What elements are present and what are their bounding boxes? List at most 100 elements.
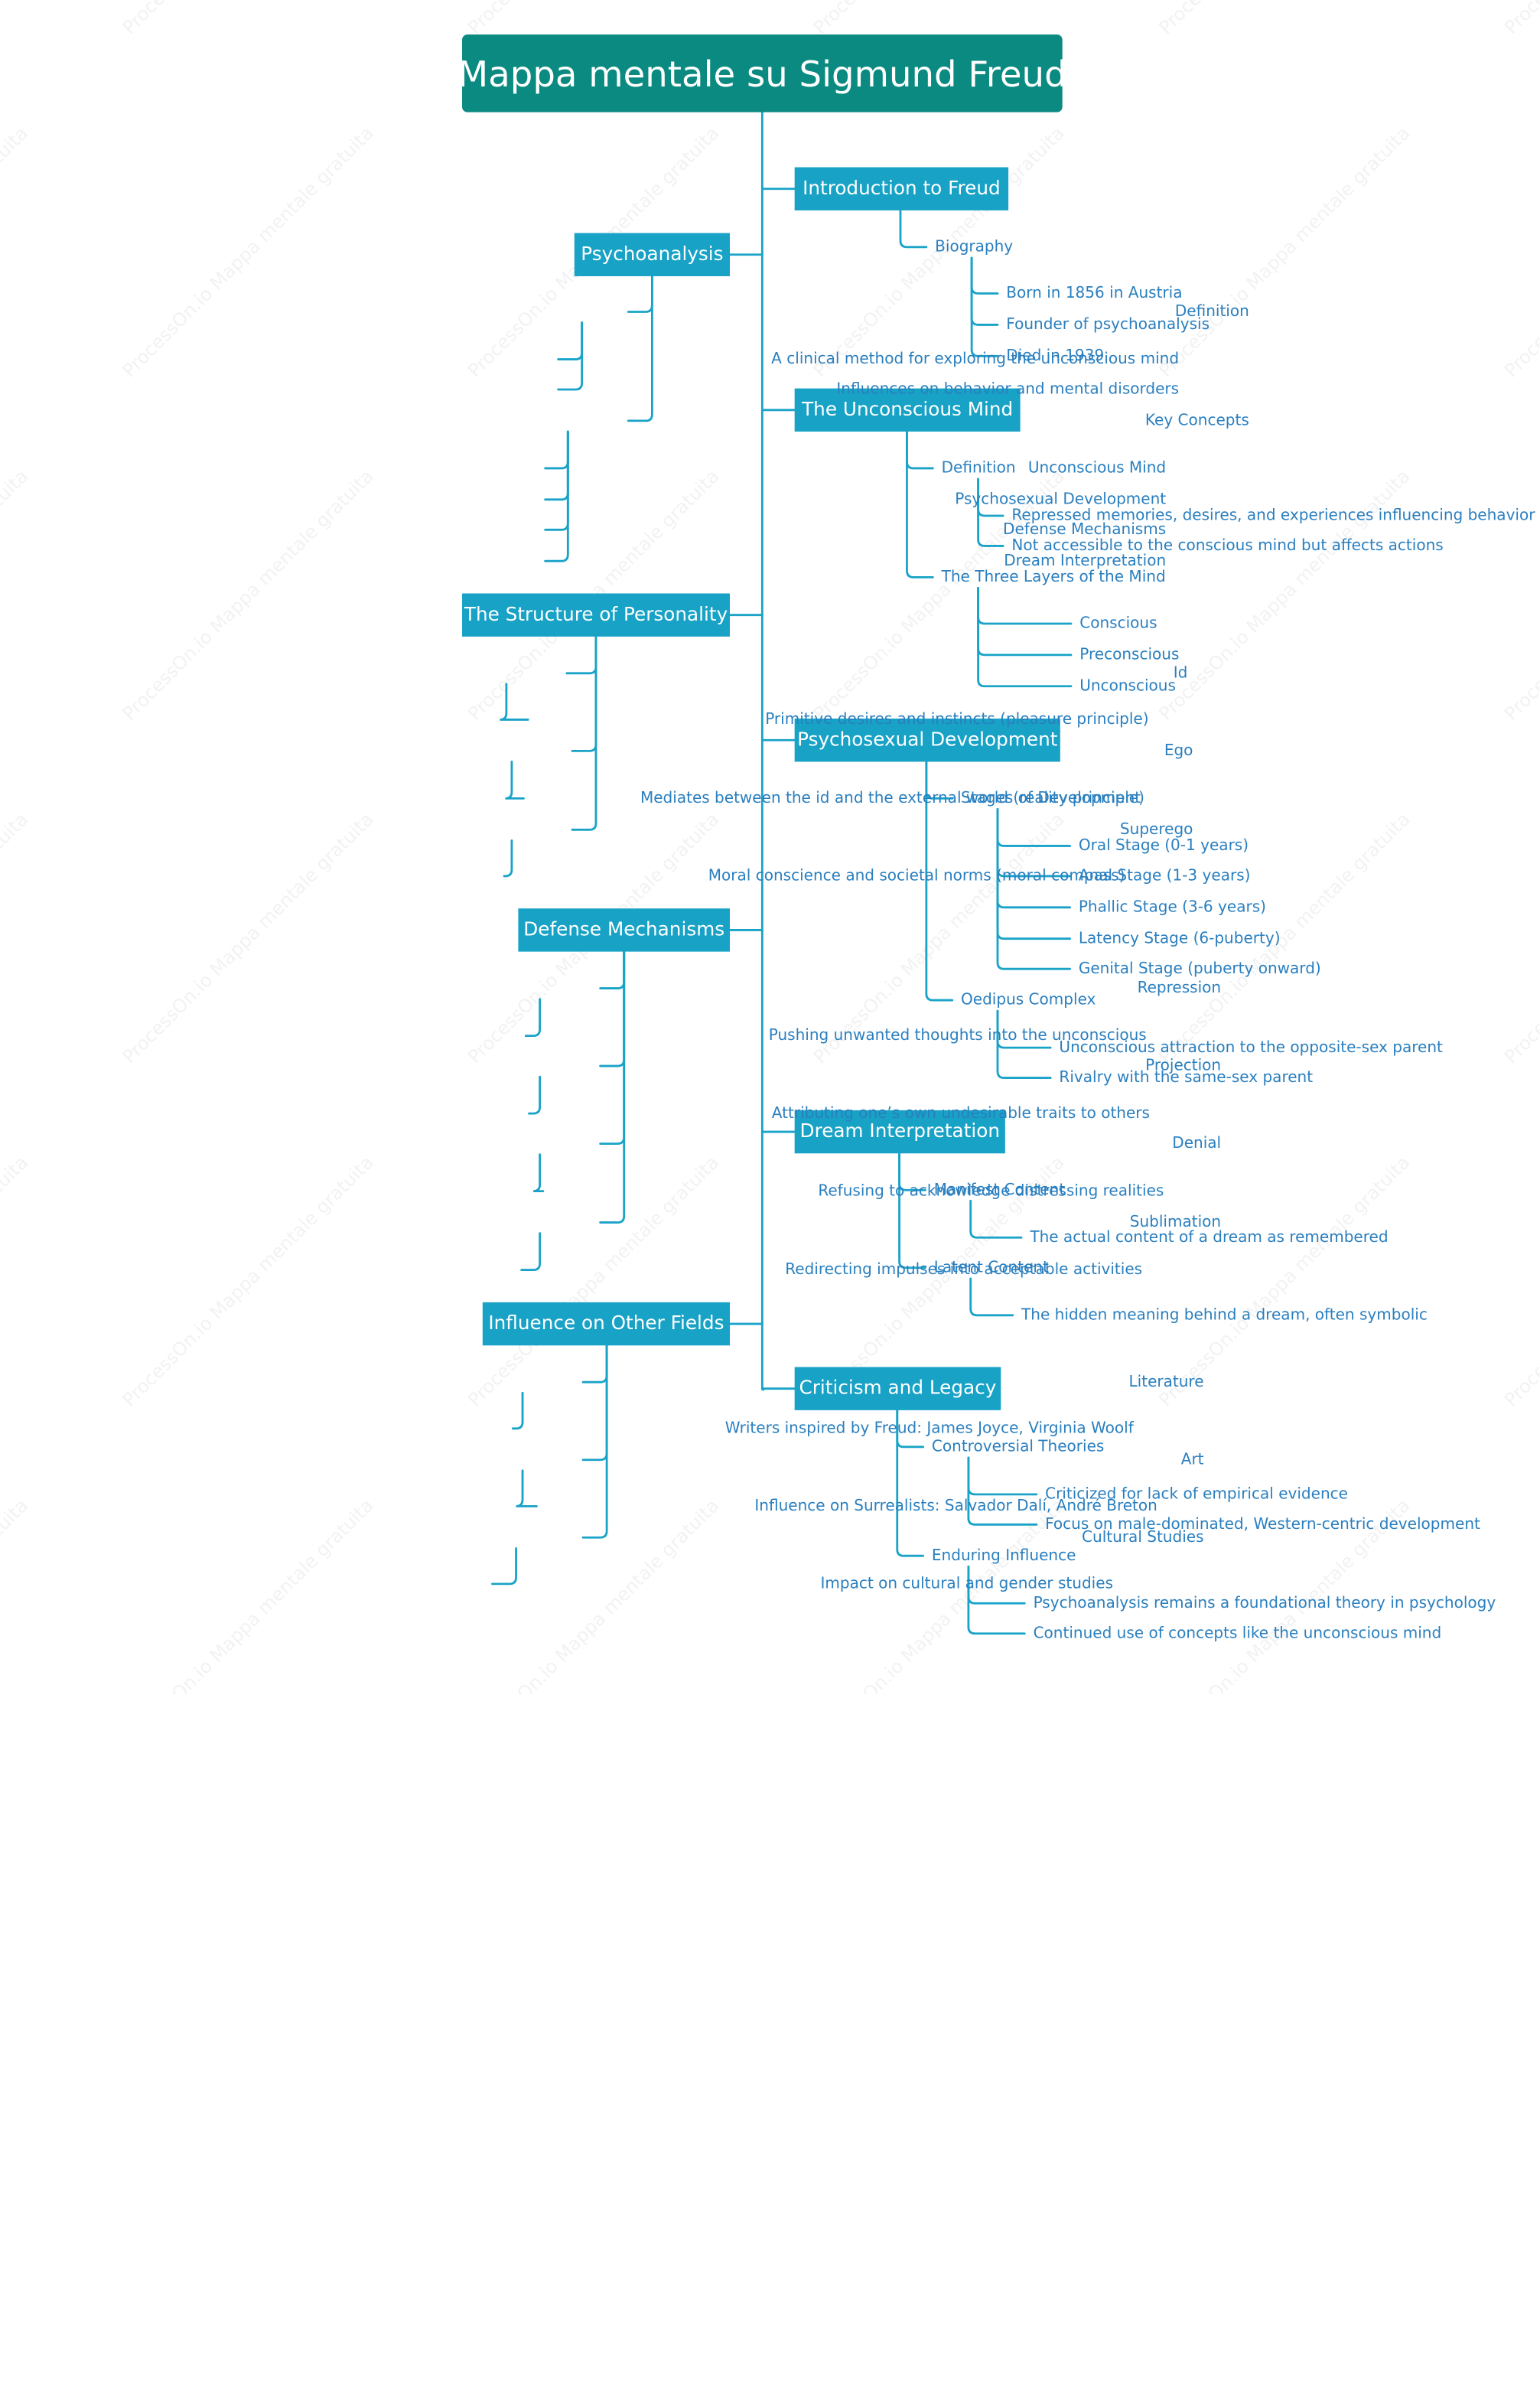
leaf-died-in-1939[interactable]: Died in 1939 <box>1006 347 1105 365</box>
leaf-continued-use-of-concepts-like-the-uncon[interactable]: Continued use of concepts like the uncon… <box>1033 1625 1442 1643</box>
leaf-unconscious[interactable]: Unconscious <box>1079 677 1176 696</box>
topic-defense-mechanisms-repression[interactable]: Repression <box>1137 979 1222 997</box>
leaf-phallic-stage-3-6-years[interactable]: Phallic Stage (3-6 years) <box>1078 898 1266 917</box>
connector-biography <box>899 209 928 249</box>
branch-the-unconscious-mind[interactable]: The Unconscious Mind <box>794 388 1021 432</box>
branch-introduction-to-freud[interactable]: Introduction to Freud <box>794 167 1009 210</box>
connector-latent-content <box>898 1152 926 1269</box>
connector-leaf <box>544 430 569 470</box>
connector-literature <box>581 1344 608 1384</box>
topic-defense-mechanisms-denial[interactable]: Denial <box>1172 1135 1222 1152</box>
leaf-pushing-unwanted-thoughts-into-the-uncon[interactable]: Pushing unwanted thoughts into the uncon… <box>768 1027 1147 1045</box>
topic-criticism-and-legacy-enduring-influence[interactable]: Enduring Influence <box>931 1546 1076 1565</box>
connector-leaf <box>996 808 1071 970</box>
connector-leaf <box>996 1009 1052 1079</box>
topic-influence-on-other-fields-cultural-studies[interactable]: Cultural Studies <box>1082 1528 1204 1546</box>
topic-dream-interpretation-latent-content[interactable]: Latent Content <box>933 1259 1049 1277</box>
leaf-psychosexual-development[interactable]: Psychosexual Development <box>955 491 1167 509</box>
topic-influence-on-other-fields-literature[interactable]: Literature <box>1128 1373 1204 1391</box>
connector-definition <box>627 275 653 313</box>
leaf-influence-on-surrealists-salvador-dal-an[interactable]: Influence on Surrealists: Salvador Dalí,… <box>754 1498 1157 1515</box>
topic-the-structure-of-personality-ego[interactable]: Ego <box>1164 742 1193 760</box>
leaf-influences-on-behavior-and-mental-disord[interactable]: Influences on behavior and mental disord… <box>836 380 1180 399</box>
connector-leaf <box>505 761 525 800</box>
leaf-mediates-between-the-id-and-the-external[interactable]: Mediates between the id and the external… <box>640 790 1144 807</box>
leaf-repressed-memories-desires-and-experienc[interactable]: Repressed memories, desires, and experie… <box>1011 507 1535 525</box>
topic-dream-interpretation-manifest-content[interactable]: Manifest Content <box>933 1181 1066 1199</box>
connector-ego <box>571 635 597 752</box>
connector-leaf <box>967 1456 1038 1496</box>
topic-defense-mechanisms-projection[interactable]: Projection <box>1145 1057 1222 1075</box>
topic-defense-mechanisms-sublimation[interactable]: Sublimation <box>1129 1214 1222 1231</box>
topic-psychosexual-development-stages-of-development[interactable]: Stages of Development <box>961 790 1141 807</box>
leaf-oral-stage-0-1-years[interactable]: Oral Stage (0-1 years) <box>1078 837 1249 855</box>
topic-the-structure-of-personality-superego[interactable]: Superego <box>1119 821 1193 839</box>
leaf-a-clinical-method-for-exploring-the-unco[interactable]: A clinical method for exploring the unco… <box>771 350 1180 368</box>
connector-leaf <box>516 1469 538 1507</box>
topic-the-unconscious-mind-definition[interactable]: Definition <box>941 459 1016 477</box>
leaf-focus-on-male-dominated-western-centric-[interactable]: Focus on male-dominated, Western-centric… <box>1045 1516 1480 1533</box>
connector-leaf <box>511 1391 524 1430</box>
topic-the-structure-of-personality-id[interactable]: Id <box>1173 664 1188 683</box>
leaf-primitive-desires-and-instincts-pleasure[interactable]: Primitive desires and instincts (pleasur… <box>765 711 1149 728</box>
branch-psychosexual-development[interactable]: Psychosexual Development <box>794 719 1060 762</box>
root-topic[interactable]: Mappa mentale su Sigmund Freud <box>457 34 1067 112</box>
leaf-dream-interpretation[interactable]: Dream Interpretation <box>1004 552 1167 570</box>
leaf-redirecting-impulses-into-acceptable-act[interactable]: Redirecting impulses into acceptable act… <box>785 1261 1143 1279</box>
leaf-not-accessible-to-the-conscious-mind-but[interactable]: Not accessible to the conscious mind but… <box>1011 537 1444 555</box>
connector-leaf <box>970 256 999 295</box>
branch-influence-on-other-fields[interactable]: Influence on Other Fields <box>482 1302 731 1346</box>
leaf-unconscious-attraction-to-the-opposite-s[interactable]: Unconscious attraction to the opposite-s… <box>1059 1038 1443 1057</box>
leaf-founder-of-psychoanalysis[interactable]: Founder of psychoanalysis <box>1006 316 1210 334</box>
connector-leaf <box>967 1456 1038 1526</box>
connector-leaf <box>544 430 569 562</box>
connector-leaf <box>500 683 529 721</box>
topic-psychosexual-development-oedipus-complex[interactable]: Oedipus Complex <box>961 991 1096 1009</box>
topic-the-unconscious-mind-the-three-layers-of-the-mind[interactable]: The Three Layers of the Mind <box>941 569 1166 586</box>
leaf-latency-stage-6-puberty[interactable]: Latency Stage (6-puberty) <box>1078 930 1281 947</box>
leaf-moral-conscience-and-societal-norms-mora[interactable]: Moral conscience and societal norms (mor… <box>708 867 1125 885</box>
leaf-writers-inspired-by-freud-james-joyce-vi[interactable]: Writers inspired by Freud: James Joyce, … <box>724 1419 1134 1438</box>
leaf-impact-on-cultural-and-gender-studies[interactable]: Impact on cultural and gender studies <box>820 1575 1113 1593</box>
branch-psychoanalysis[interactable]: Psychoanalysis <box>574 233 731 276</box>
leaf-preconscious[interactable]: Preconscious <box>1079 646 1180 664</box>
connector-leaf <box>977 477 1004 547</box>
connector-leaf <box>544 430 569 501</box>
topic-criticism-and-legacy-controversial-theories[interactable]: Controversial Theories <box>931 1438 1105 1456</box>
topic-psychoanalysis-key-concepts[interactable]: Key Concepts <box>1144 412 1249 430</box>
connector-leaf <box>557 321 584 391</box>
leaf-defense-mechanisms[interactable]: Defense Mechanisms <box>1003 521 1167 539</box>
connector-leaf <box>970 256 999 357</box>
connector-repression <box>599 950 626 989</box>
leaf-the-hidden-meaning-behind-a-dream-often-[interactable]: The hidden meaning behind a dream, often… <box>1021 1306 1428 1325</box>
leaf-unconscious-mind[interactable]: Unconscious Mind <box>1027 459 1167 477</box>
topic-influence-on-other-fields-art[interactable]: Art <box>1180 1451 1204 1469</box>
branch-dream-interpretation[interactable]: Dream Interpretation <box>794 1110 1005 1154</box>
connector-art <box>581 1344 608 1462</box>
leaf-criticized-for-lack-of-empirical-evidenc[interactable]: Criticized for lack of empirical evidenc… <box>1045 1485 1348 1504</box>
leaf-refusing-to-acknowledge-distressing-real[interactable]: Refusing to acknowledge distressing real… <box>818 1182 1164 1200</box>
connector-leaf <box>524 998 542 1038</box>
branch-defense-mechanisms[interactable]: Defense Mechanisms <box>518 908 731 952</box>
connector-leaf <box>996 808 1071 909</box>
leaf-psychoanalysis-remains-a-foundational-th[interactable]: Psychoanalysis remains a foundational th… <box>1033 1594 1496 1612</box>
leaf-attributing-one-s-own-undesirable-traits[interactable]: Attributing one’s own undesirable traits… <box>771 1104 1150 1123</box>
connector-oedipus-complex <box>925 761 954 1002</box>
branch-the-structure-of-personality[interactable]: The Structure of Personality <box>462 593 731 637</box>
leaf-rivalry-with-the-same-sex-parent[interactable]: Rivalry with the same-sex parent <box>1059 1069 1314 1087</box>
connector-leaf <box>503 839 513 878</box>
leaf-genital-stage-puberty-onward[interactable]: Genital Stage (puberty onward) <box>1078 960 1321 978</box>
connector-key-concepts <box>627 275 653 422</box>
connector-leaf <box>520 1232 542 1271</box>
leaf-anal-stage-1-3-years[interactable]: Anal Stage (1-3 years) <box>1078 867 1251 885</box>
topic-psychoanalysis-definition[interactable]: Definition <box>1174 303 1249 321</box>
connector-id <box>565 635 597 675</box>
branch-criticism-and-legacy[interactable]: Criticism and Legacy <box>794 1367 1001 1410</box>
connector-projection <box>599 950 626 1067</box>
topic-introduction-to-freud-biography[interactable]: Biography <box>935 238 1014 256</box>
leaf-born-in-1856-in-austria[interactable]: Born in 1856 in Austria <box>1006 285 1183 302</box>
leaf-the-actual-content-of-a-dream-as-remembe[interactable]: The actual content of a dream as remembe… <box>1030 1228 1389 1247</box>
leaf-conscious[interactable]: Conscious <box>1079 614 1157 633</box>
connector-leaf <box>977 587 1073 688</box>
